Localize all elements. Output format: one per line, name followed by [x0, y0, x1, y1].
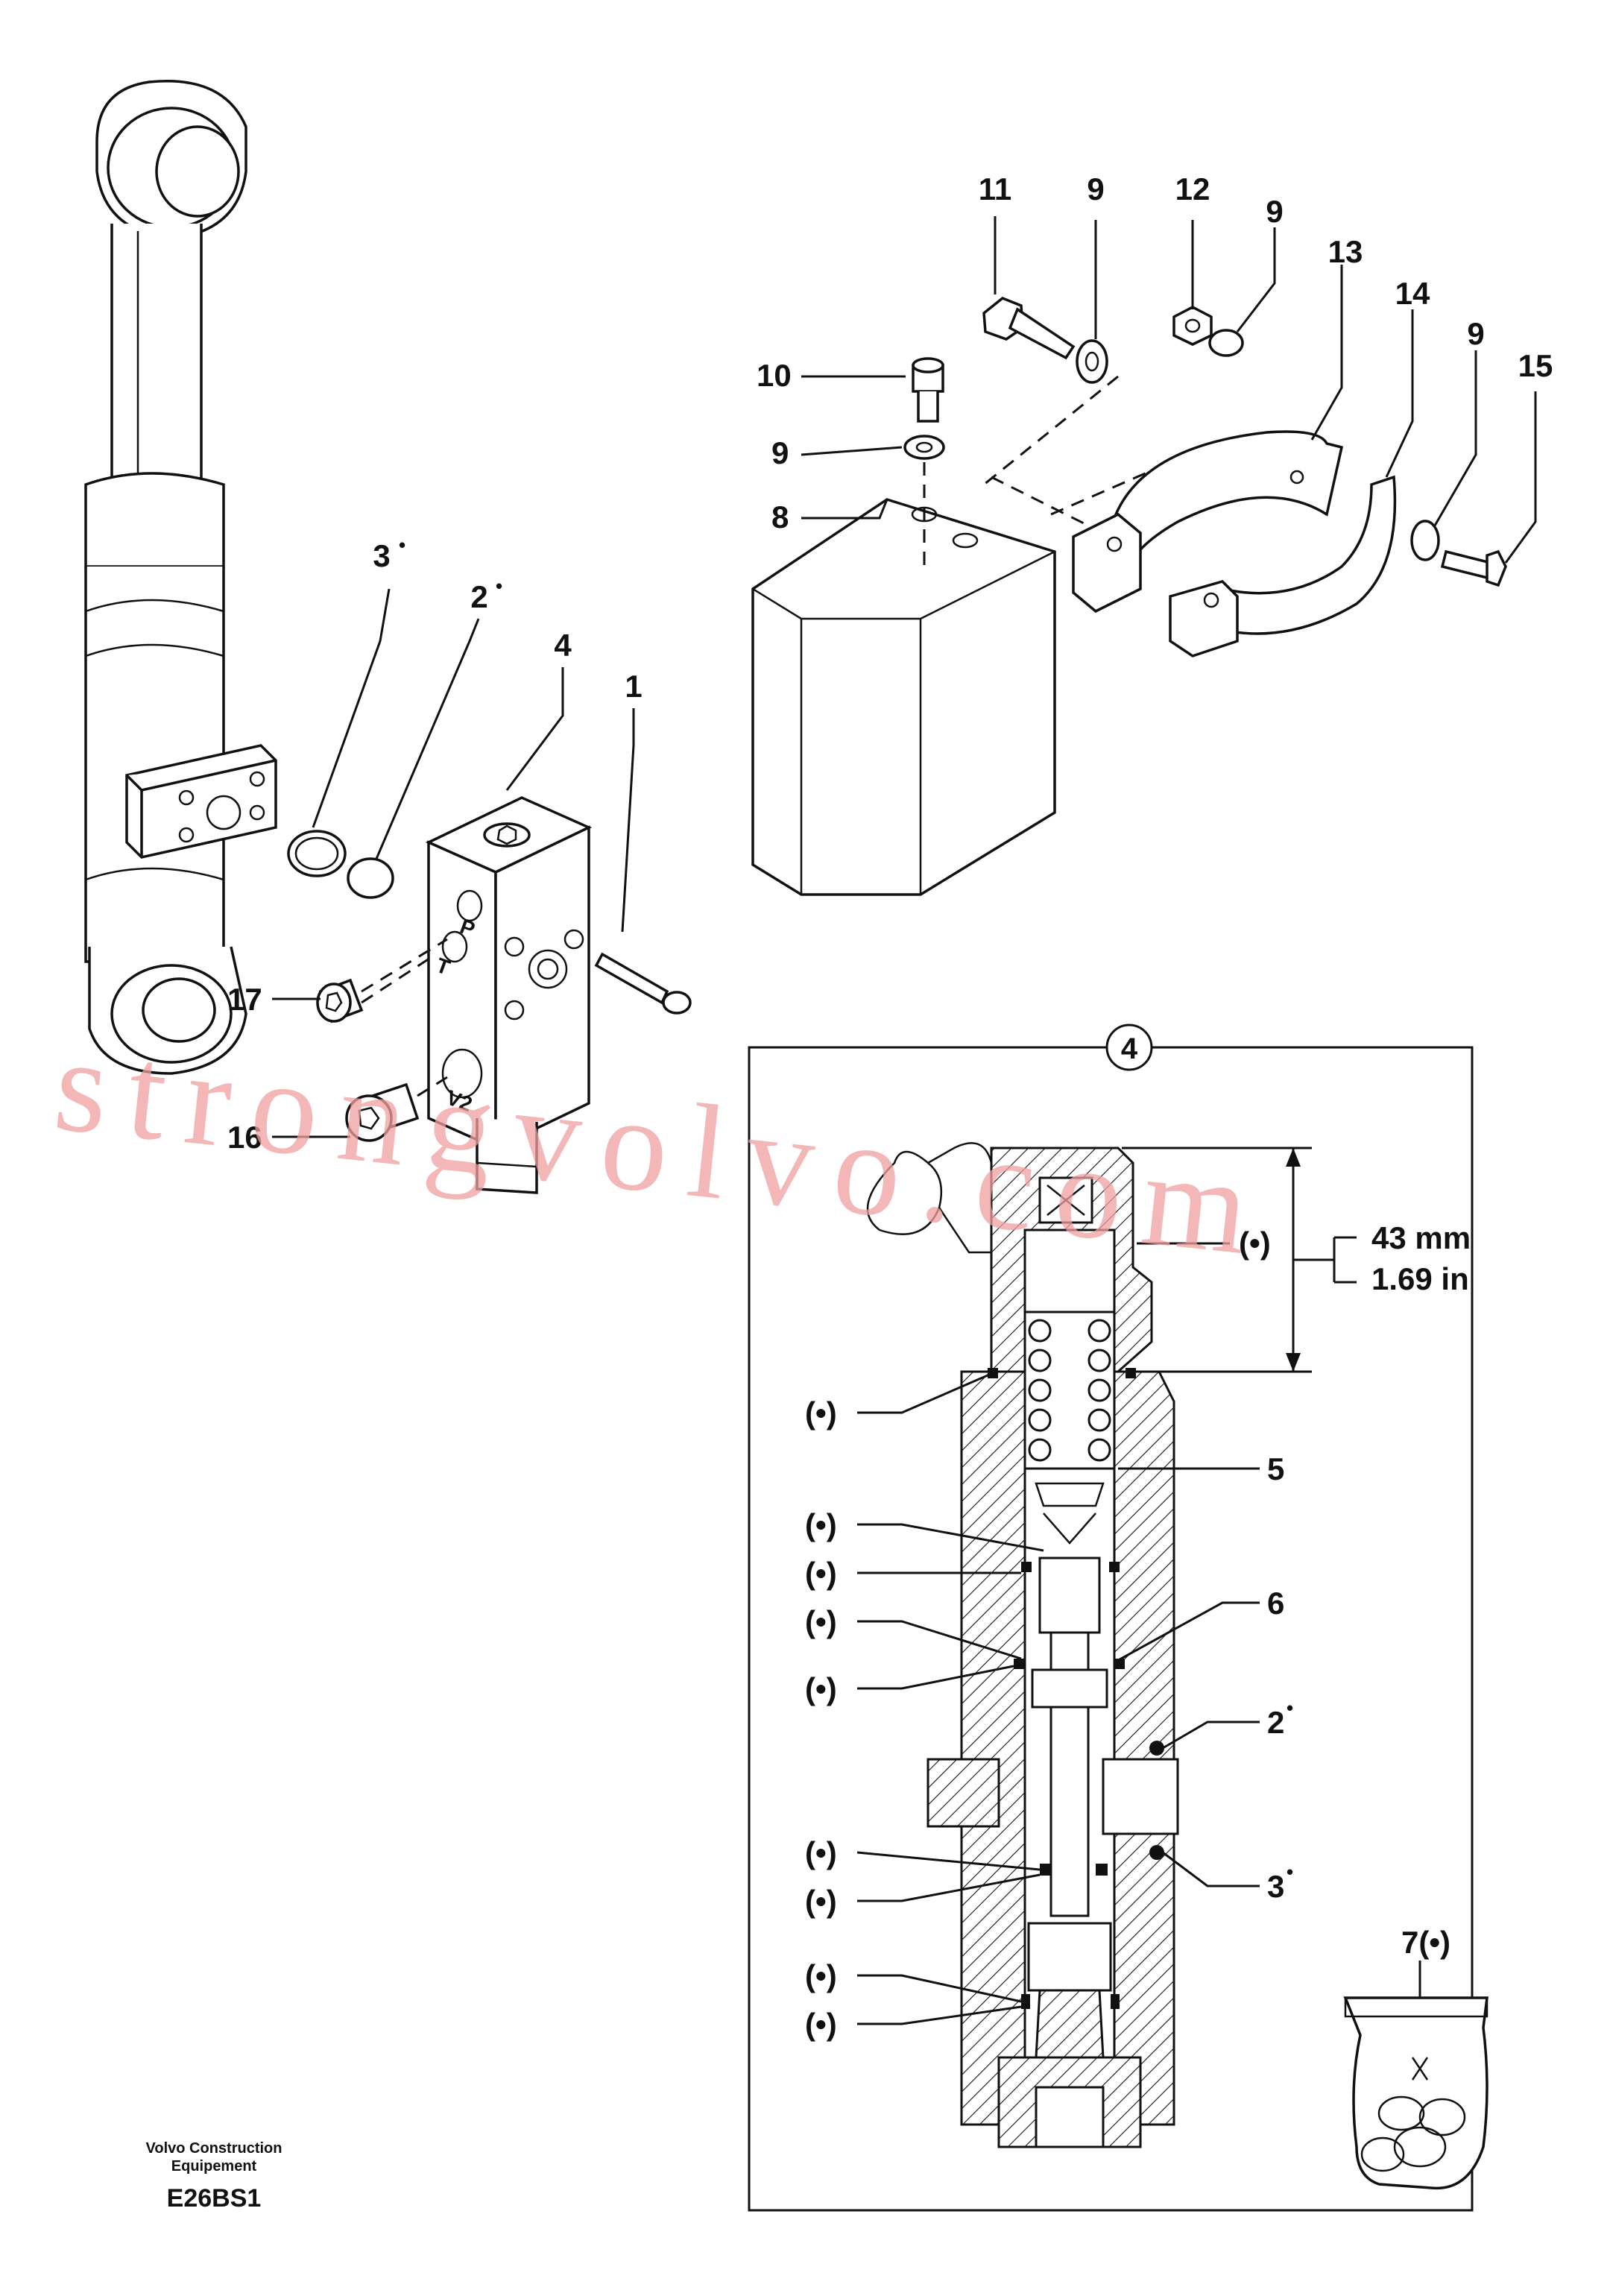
washer-9-a [903, 435, 945, 460]
washer-9-b [1076, 339, 1108, 384]
footer-line1: Volvo Construction [146, 2140, 282, 2157]
label-2-bullet: • [496, 575, 502, 597]
leader-lines [272, 216, 1537, 1138]
seal-marker: (•) [1239, 1226, 1271, 1261]
label-17: 17 [227, 982, 262, 1017]
dimension-mm: 43 mm [1371, 1220, 1471, 1255]
clamp-13 [1072, 430, 1344, 614]
valve-block [425, 796, 593, 1194]
label-1: 1 [625, 669, 642, 704]
watermark-text: strongvolvo.com [48, 1009, 1276, 1284]
footer-code: E26BS1 [167, 2184, 262, 2213]
label-11: 11 [979, 171, 1011, 206]
footer: Volvo Construction Equipement E26BS1 [146, 2140, 282, 2213]
callout-3: 3 [1267, 1869, 1284, 1904]
label-16: 16 [227, 1120, 262, 1155]
label-8: 8 [771, 499, 789, 534]
seal-marker: (•) [805, 1835, 837, 1870]
dimension-in: 1.69 in [1371, 1261, 1469, 1296]
label-9: 9 [1467, 316, 1484, 351]
seal-marker: (•) [805, 1507, 837, 1542]
plug-16 [345, 1076, 448, 1142]
footer-line2: Equipement [171, 2158, 257, 2174]
part-number-labels: 11 9 12 9 13 14 9 15 10 9 8 3 • 2 • 4 1 … [227, 171, 1553, 1155]
bolt-10 [912, 357, 944, 423]
label-9: 9 [1266, 194, 1283, 229]
label-15: 15 [1518, 348, 1553, 383]
label-4: 4 [554, 628, 572, 663]
label-10: 10 [757, 358, 792, 393]
callout-7: 7(•) [1401, 1925, 1450, 1960]
label-2: 2 [470, 579, 487, 614]
detail-section-view: 4 [748, 1024, 1489, 2212]
seal-ring-2 [347, 857, 394, 899]
seal-kit-bag-7 [1343, 1961, 1489, 2190]
tank-box-8 [751, 462, 1056, 896]
callout-5: 5 [1267, 1451, 1284, 1486]
label-3-bullet: • [399, 534, 405, 556]
detail-circle-4 [1105, 1024, 1153, 1071]
washer-9-c [1208, 329, 1244, 357]
seal-marker: (•) [805, 1395, 837, 1431]
label-9: 9 [1087, 171, 1104, 206]
callout-2-bullet: • [1287, 1697, 1293, 1719]
clamp-14 [1169, 475, 1397, 657]
seal-marker: (•) [805, 1604, 837, 1639]
bolt-1 [594, 952, 692, 1015]
seal-marker: (•) [805, 2007, 837, 2042]
callout-6: 6 [1267, 1586, 1284, 1621]
detail-circle-label: 4 [1121, 1032, 1138, 1065]
label-13: 13 [1328, 234, 1363, 269]
label-3: 3 [373, 538, 390, 573]
bolt-15 [1440, 549, 1507, 587]
seal-marker: (•) [805, 1884, 837, 1919]
washer-9-d [1410, 520, 1440, 561]
label-14: 14 [1395, 276, 1430, 311]
seal-marker: (•) [805, 1958, 837, 1993]
nut-12 [1172, 306, 1213, 346]
seal-marker: (•) [805, 1671, 837, 1706]
seal-marker: (•) [805, 1556, 837, 1591]
label-9: 9 [771, 435, 789, 470]
callout-2: 2 [1267, 1705, 1284, 1740]
bolt-11 [982, 296, 1076, 360]
hydraulic-cylinder [84, 80, 277, 1075]
label-12: 12 [1175, 171, 1210, 206]
callout-3-bullet: • [1287, 1861, 1293, 1883]
plug-17 [316, 938, 448, 1024]
